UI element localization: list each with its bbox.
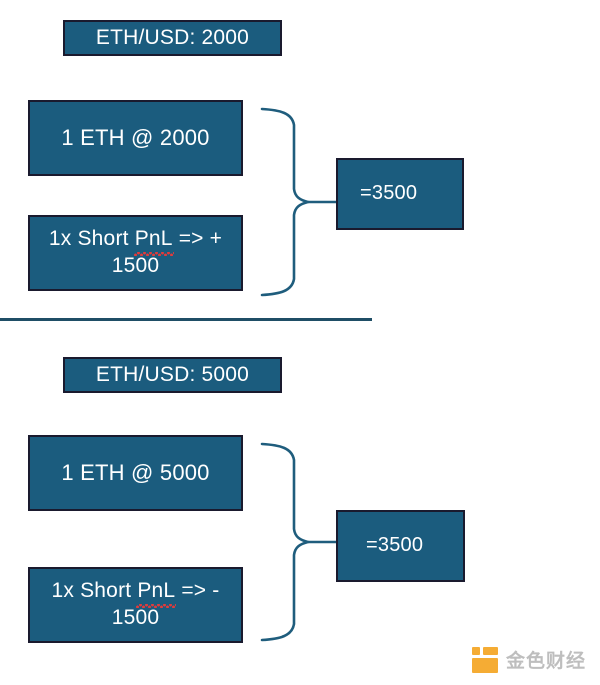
- pnl-suffix-text: => + 1500: [111, 227, 223, 277]
- scenario-2-pnl-box: 1x Short PnL => - 1500: [28, 567, 243, 643]
- scenario-1-asset-box: 1 ETH @ 2000: [28, 100, 243, 176]
- scenario-2-pnl-text: 1x Short PnL => - 1500: [51, 578, 219, 632]
- pnl-term-misspelled: PnL: [136, 578, 177, 608]
- pnl-prefix-text: 1x Short: [51, 579, 138, 603]
- scenario-1-header-box: ETH/USD: 2000: [63, 20, 282, 56]
- scenario-1-pnl-text: 1x Short PnL => + 1500: [49, 226, 222, 280]
- pnl-term-misspelled: PnL: [133, 226, 174, 256]
- jinse-logo-icon: [471, 646, 498, 673]
- watermark-text: 金色财经: [505, 650, 586, 672]
- pnl-suffix-text: => - 1500: [111, 579, 220, 629]
- scenario-2-header-box: ETH/USD: 5000: [63, 357, 282, 393]
- logo-square-base: [471, 657, 498, 673]
- pnl-prefix-text: 1x Short: [48, 227, 135, 251]
- scenario-1-pnl-box: 1x Short PnL => + 1500: [28, 215, 243, 291]
- logo-square-small: [471, 646, 480, 655]
- scenario-1-total-box: =3500: [336, 158, 464, 230]
- scenario-2-brace-connector: [260, 442, 338, 642]
- scenario-2-total-box: =3500: [336, 510, 465, 582]
- section-divider: [0, 318, 372, 321]
- logo-square-top: [482, 646, 498, 655]
- watermark: 金色财经: [471, 646, 586, 673]
- scenario-1-brace-connector: [260, 107, 338, 297]
- scenario-2-asset-box: 1 ETH @ 5000: [28, 435, 243, 511]
